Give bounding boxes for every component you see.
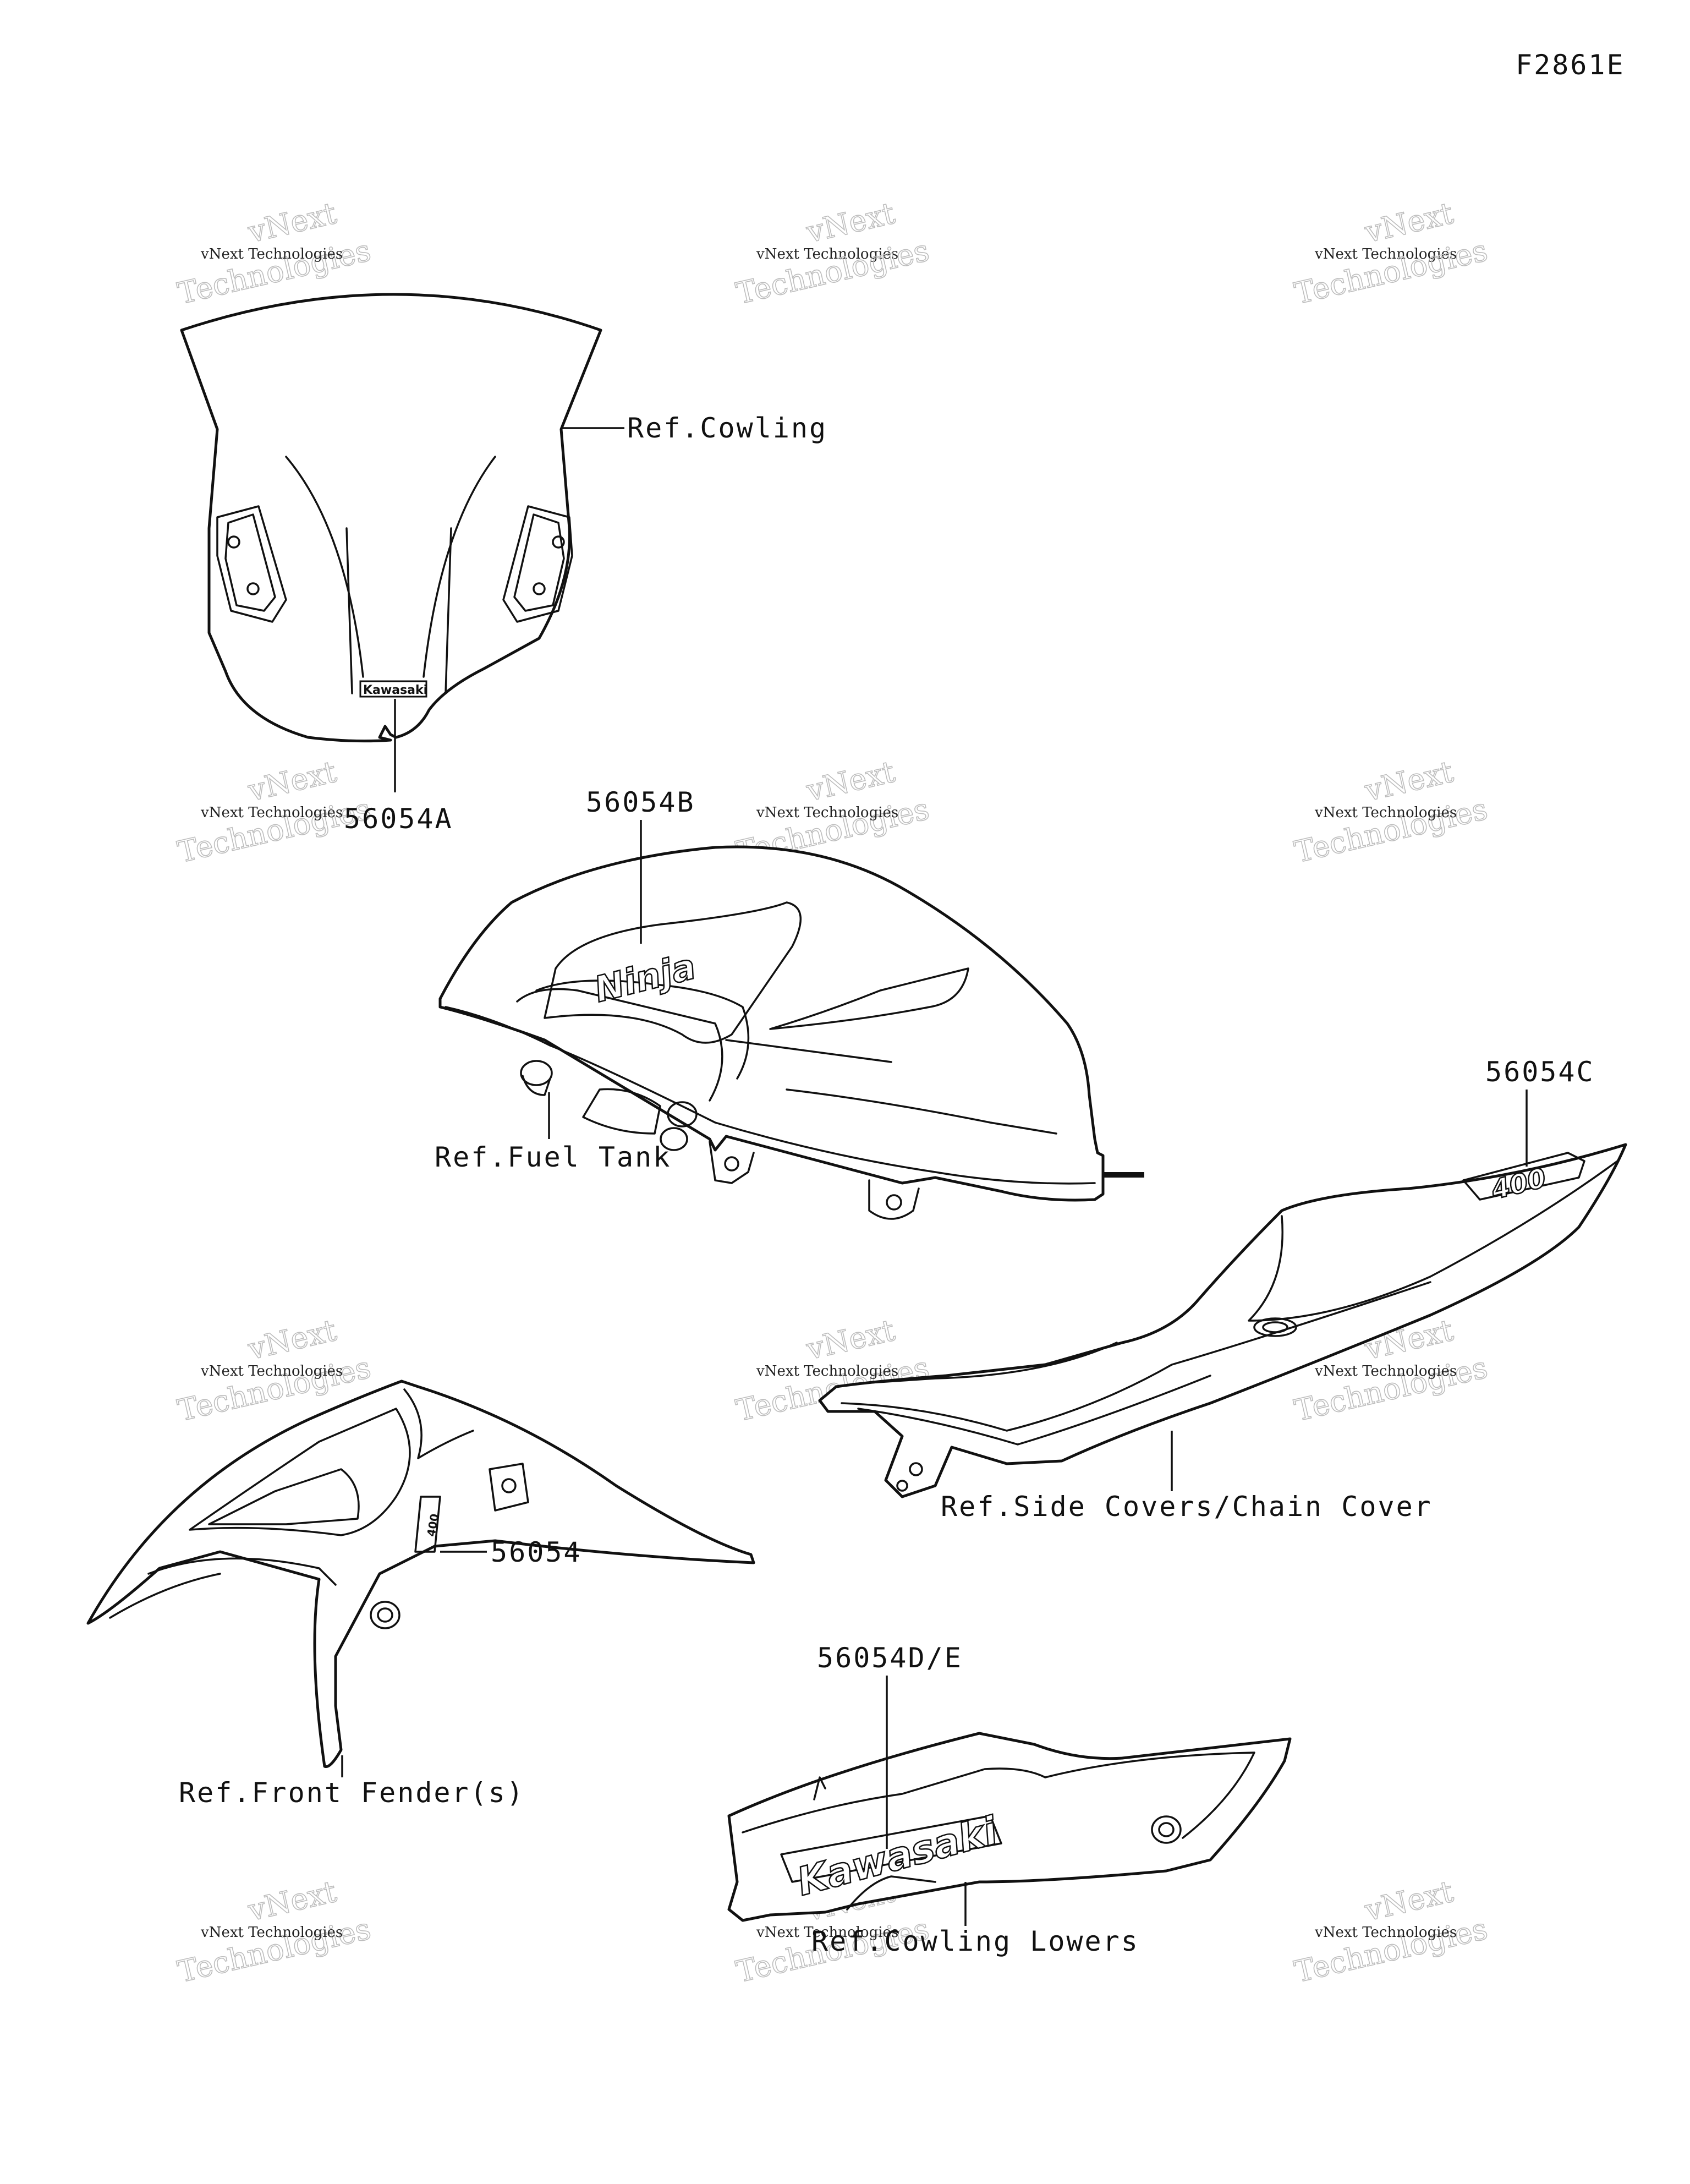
- watermark-technologies: Technologies: [1291, 1350, 1490, 1428]
- watermark-vnext: vNext: [803, 196, 898, 250]
- watermark-technologies: Technologies: [1291, 233, 1490, 311]
- label-56054a: 56054A: [344, 803, 453, 835]
- watermark-caption: vNext Technologies: [200, 1924, 343, 1941]
- windshield-logo: Kawasaki: [363, 683, 427, 697]
- label-56054c: 56054C: [1485, 1056, 1595, 1088]
- watermark-technologies: Technologies: [1291, 791, 1490, 869]
- fuel-tank-part[interactable]: Ninja: [438, 845, 1144, 1220]
- cowling-lower-part[interactable]: Kawasaki: [727, 1732, 1292, 1922]
- watermark-vnext: vNext: [1361, 754, 1456, 808]
- watermark-caption: vNext Technologies: [200, 804, 343, 821]
- watermark-caption: vNext Technologies: [1314, 804, 1457, 821]
- watermark-technologies: Technologies: [1291, 1911, 1490, 1989]
- watermark-caption: vNext Technologies: [1314, 1924, 1457, 1941]
- label-ref-side-covers: Ref.Side Covers/Chain Cover: [941, 1491, 1433, 1523]
- watermark-vnext: vNext: [1361, 196, 1456, 250]
- front-fender-part[interactable]: 400: [86, 1380, 755, 1769]
- watermark-caption: vNext Technologies: [756, 1363, 898, 1380]
- label-ref-fuel-tank: Ref.Fuel Tank: [435, 1141, 671, 1173]
- watermark-vnext: vNext: [244, 1313, 339, 1367]
- figure-code: F2861E: [1516, 49, 1625, 81]
- watermark-vnext: vNext: [803, 754, 898, 808]
- watermark-vnext: vNext: [244, 196, 339, 250]
- label-ref-cowling: Ref.Cowling: [627, 412, 827, 444]
- label-ref-front-fender: Ref.Front Fender(s): [179, 1777, 525, 1809]
- watermark-technologies: Technologies: [733, 233, 932, 311]
- label-56054: 56054: [491, 1536, 582, 1568]
- side-cover-part[interactable]: 400: [818, 1143, 1627, 1498]
- watermark-caption: vNext Technologies: [756, 246, 898, 262]
- watermark-caption: vNext Technologies: [756, 1924, 898, 1941]
- watermark-vnext: vNext: [244, 1874, 339, 1928]
- watermark-caption: vNext Technologies: [1314, 246, 1457, 262]
- watermark-technologies: Technologies: [174, 1911, 374, 1989]
- watermark-caption: vNext Technologies: [200, 1363, 343, 1380]
- label-56054b: 56054B: [586, 786, 695, 818]
- watermark-vnext: vNext: [803, 1313, 898, 1367]
- watermark-caption: vNext Technologies: [1314, 1363, 1457, 1380]
- watermark-vnext: vNext: [244, 754, 339, 808]
- label-ref-cowling-lowers: Ref.Cowling Lowers: [811, 1925, 1139, 1957]
- label-56054de: 56054D/E: [817, 1642, 963, 1674]
- windshield-part[interactable]: Kawasaki: [180, 293, 602, 743]
- watermark-vnext: vNext: [1361, 1874, 1456, 1928]
- watermark-caption: vNext Technologies: [200, 246, 343, 262]
- watermark-caption: vNext Technologies: [756, 804, 898, 821]
- tail-badge: 400: [1488, 1163, 1549, 1206]
